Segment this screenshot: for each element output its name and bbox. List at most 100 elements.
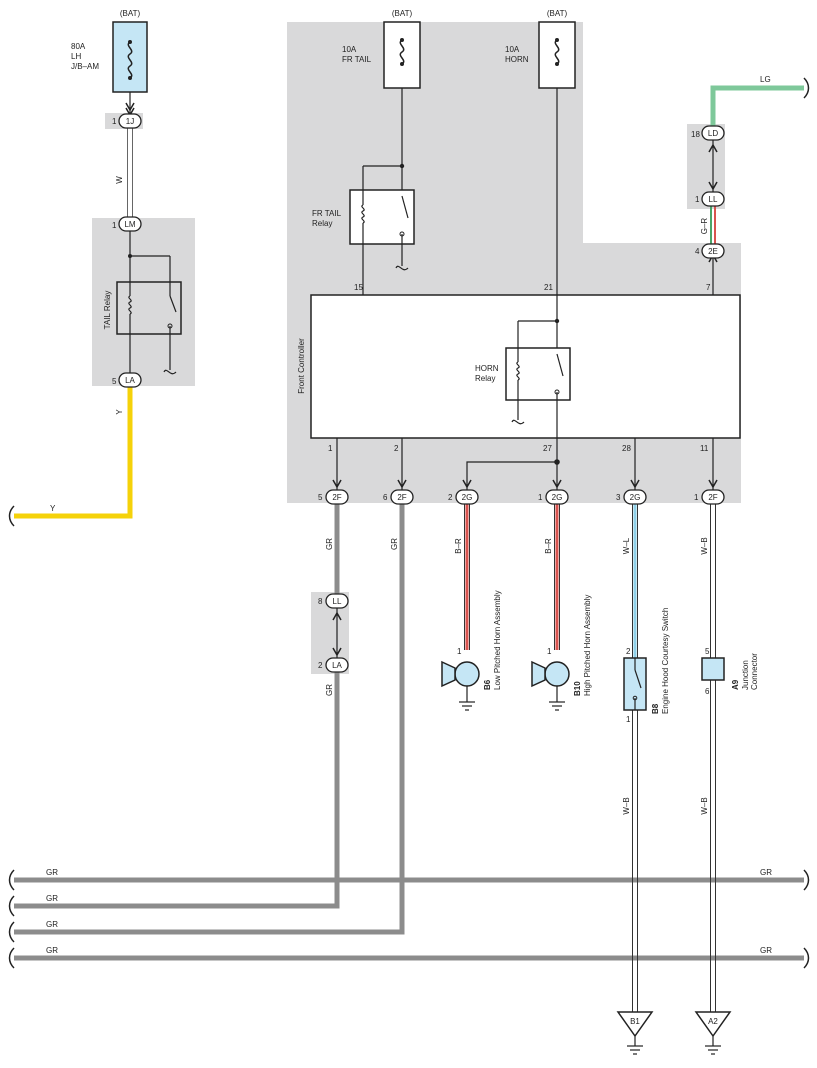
svg-text:1: 1 <box>547 647 552 656</box>
svg-text:GR: GR <box>46 946 58 955</box>
svg-text:1: 1 <box>695 195 700 204</box>
lh-fuse-block: (BAT) 80A LH J/B–AM <box>71 9 148 93</box>
svg-text:2G: 2G <box>552 493 563 502</box>
svg-text:6: 6 <box>705 687 710 696</box>
svg-text:W–B: W–B <box>700 797 709 814</box>
svg-text:Relay: Relay <box>312 219 332 228</box>
svg-text:B–R: B–R <box>454 538 463 554</box>
svg-text:W–B: W–B <box>622 797 631 814</box>
ground-b1: B1 <box>616 1011 654 1055</box>
svg-text:GR: GR <box>46 920 58 929</box>
svg-text:1: 1 <box>112 117 117 126</box>
fr-tail-fuse: (BAT) 10A FR TAIL <box>342 9 421 89</box>
controller-outputs <box>332 438 718 490</box>
connector-2f-a: 5 2F <box>318 489 349 505</box>
hood-switch-b8: 2 1 B8 Engine Hood Courtesy Switch <box>623 608 670 724</box>
svg-text:Relay: Relay <box>475 374 495 383</box>
wire-g-r: G–R <box>700 206 716 244</box>
svg-text:5: 5 <box>705 647 710 656</box>
svg-text:27: 27 <box>543 444 552 453</box>
svg-text:Front Controller: Front Controller <box>297 338 306 394</box>
svg-text:2F: 2F <box>332 493 341 502</box>
connector-2e: 4 2E <box>695 243 725 259</box>
svg-text:7: 7 <box>706 283 711 292</box>
svg-text:GR: GR <box>325 684 334 696</box>
svg-text:HORN: HORN <box>505 55 529 64</box>
svg-text:J/B–AM: J/B–AM <box>71 62 99 71</box>
svg-text:B–R: B–R <box>544 538 553 554</box>
svg-text:LH: LH <box>71 52 81 61</box>
svg-text:2E: 2E <box>708 247 718 256</box>
connector-la-top: 5 LA <box>112 372 142 388</box>
horn-relay: HORN Relay <box>475 295 571 438</box>
inline-ll-la <box>332 608 342 660</box>
svg-text:Y: Y <box>115 409 124 415</box>
svg-text:LA: LA <box>332 661 342 670</box>
connector-2g-c: 3 2G <box>616 489 647 505</box>
wire-lg: LG <box>710 75 810 126</box>
svg-text:18: 18 <box>691 130 700 139</box>
svg-text:GR: GR <box>46 868 58 877</box>
svg-text:LM: LM <box>124 220 135 229</box>
connector-la-low: 2 LA <box>318 657 349 673</box>
svg-text:2: 2 <box>318 661 323 670</box>
svg-text:80A: 80A <box>71 42 86 51</box>
svg-text:B8: B8 <box>651 703 660 714</box>
svg-text:2: 2 <box>626 647 631 656</box>
high-horn-b10: 1 B10 High Pitched Horn Assembly <box>531 595 592 711</box>
svg-text:Connector: Connector <box>750 653 759 690</box>
svg-text:2G: 2G <box>630 493 641 502</box>
svg-text:GR: GR <box>46 894 58 903</box>
svg-text:2: 2 <box>394 444 399 453</box>
svg-text:1: 1 <box>694 493 699 502</box>
connector-2f-c: 1 2F <box>694 489 725 505</box>
svg-text:Engine Hood Courtesy Switch: Engine Hood Courtesy Switch <box>661 608 670 714</box>
wire-w: W <box>115 128 133 218</box>
svg-text:GR: GR <box>760 868 772 877</box>
svg-text:A2: A2 <box>708 1017 718 1026</box>
svg-text:8: 8 <box>318 597 323 606</box>
svg-text:Junction: Junction <box>741 660 750 690</box>
svg-text:(BAT): (BAT) <box>120 9 141 18</box>
svg-text:(BAT): (BAT) <box>547 9 568 18</box>
svg-text:W–L: W–L <box>622 537 631 554</box>
svg-text:1: 1 <box>626 715 631 724</box>
svg-text:15: 15 <box>354 283 363 292</box>
svg-text:2F: 2F <box>397 493 406 502</box>
low-horn-b6: 1 B6 Low Pitched Horn Assembly <box>441 590 502 711</box>
svg-text:3: 3 <box>616 493 621 502</box>
wire-labels: GR GR GR B–R B–R W–L W–B W–B W–B GR GR G… <box>46 537 772 955</box>
svg-text:GR: GR <box>390 538 399 550</box>
svg-text:21: 21 <box>544 283 553 292</box>
svg-text:4: 4 <box>695 247 700 256</box>
svg-text:B1: B1 <box>630 1017 640 1026</box>
svg-text:Low Pitched Horn Assembly: Low Pitched Horn Assembly <box>493 590 502 690</box>
svg-text:A9: A9 <box>731 679 740 690</box>
harness-breaks <box>8 869 810 969</box>
svg-text:1: 1 <box>112 221 117 230</box>
svg-text:FR TAIL: FR TAIL <box>312 209 342 218</box>
svg-text:B10: B10 <box>573 681 582 696</box>
tail-relay: TAIL Relay <box>103 230 182 375</box>
svg-text:TAIL Relay: TAIL Relay <box>103 291 112 330</box>
svg-text:28: 28 <box>622 444 631 453</box>
svg-text:1: 1 <box>328 444 333 453</box>
svg-text:2G: 2G <box>462 493 473 502</box>
svg-text:1: 1 <box>538 493 543 502</box>
svg-text:LL: LL <box>709 195 718 204</box>
svg-text:11: 11 <box>700 444 709 453</box>
svg-text:W: W <box>115 176 124 184</box>
svg-text:5: 5 <box>318 493 323 502</box>
svg-text:HORN: HORN <box>475 364 499 373</box>
connector-lm: 1 LM <box>112 216 142 232</box>
svg-text:Y: Y <box>50 504 56 513</box>
connector-ll-low: 8 LL <box>318 593 349 609</box>
svg-text:2F: 2F <box>708 493 717 502</box>
connector-ll-top: 1 LL <box>695 191 725 207</box>
connector-1j: 1 1J <box>112 113 142 129</box>
svg-text:10A: 10A <box>505 45 520 54</box>
svg-text:LL: LL <box>333 597 342 606</box>
svg-text:10A: 10A <box>342 45 357 54</box>
connector-2g-b: 1 2G <box>538 489 569 505</box>
